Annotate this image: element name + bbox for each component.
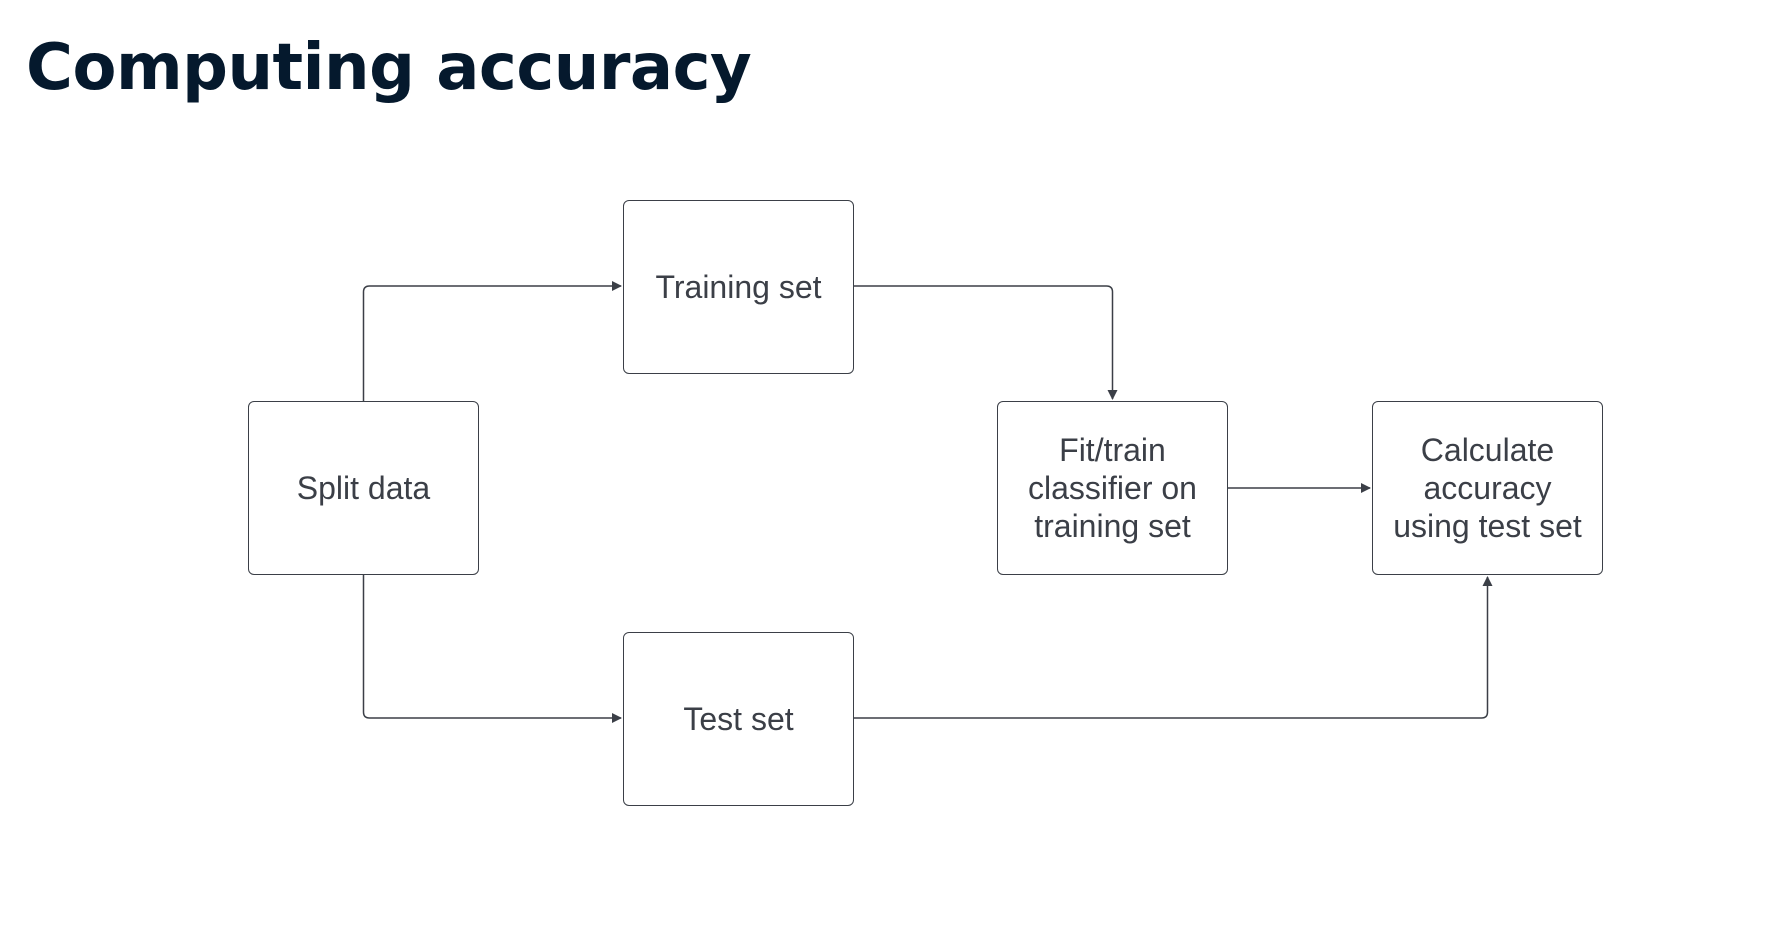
node-test-set: Test set bbox=[623, 632, 854, 806]
node-label: Test set bbox=[683, 700, 793, 738]
node-label-line: Split data bbox=[296, 470, 431, 506]
node-label-line: Fit/train bbox=[1059, 432, 1166, 468]
node-label-line: accuracy bbox=[1423, 470, 1552, 506]
node-calculate-accuracy: Calculate accuracy using test set bbox=[1372, 401, 1603, 575]
edge-training-to-fit bbox=[854, 285, 1118, 400]
node-training-set: Training set bbox=[623, 200, 854, 374]
node-split-data: Split data bbox=[248, 401, 479, 575]
node-label-line: Calculate bbox=[1420, 432, 1555, 468]
page-title: Computing accuracy bbox=[26, 31, 752, 105]
node-label-line: training set bbox=[1034, 508, 1191, 544]
edge-test-to-calc bbox=[854, 576, 1493, 719]
node-label: Calculate accuracy using test set bbox=[1393, 431, 1582, 545]
edge-split-to-training bbox=[362, 281, 622, 401]
edge-split-to-test bbox=[362, 575, 622, 723]
node-label: Split data bbox=[297, 469, 430, 507]
node-label-line: Test set bbox=[683, 701, 794, 737]
node-label-line: classifier on bbox=[1028, 470, 1197, 506]
node-fit-train-classifier: Fit/train classifier on training set bbox=[997, 401, 1228, 575]
node-label: Fit/train classifier on training set bbox=[1028, 431, 1197, 545]
node-label: Training set bbox=[656, 268, 822, 306]
node-label-line: using test set bbox=[1393, 508, 1582, 544]
node-label-line: Training set bbox=[655, 269, 822, 305]
